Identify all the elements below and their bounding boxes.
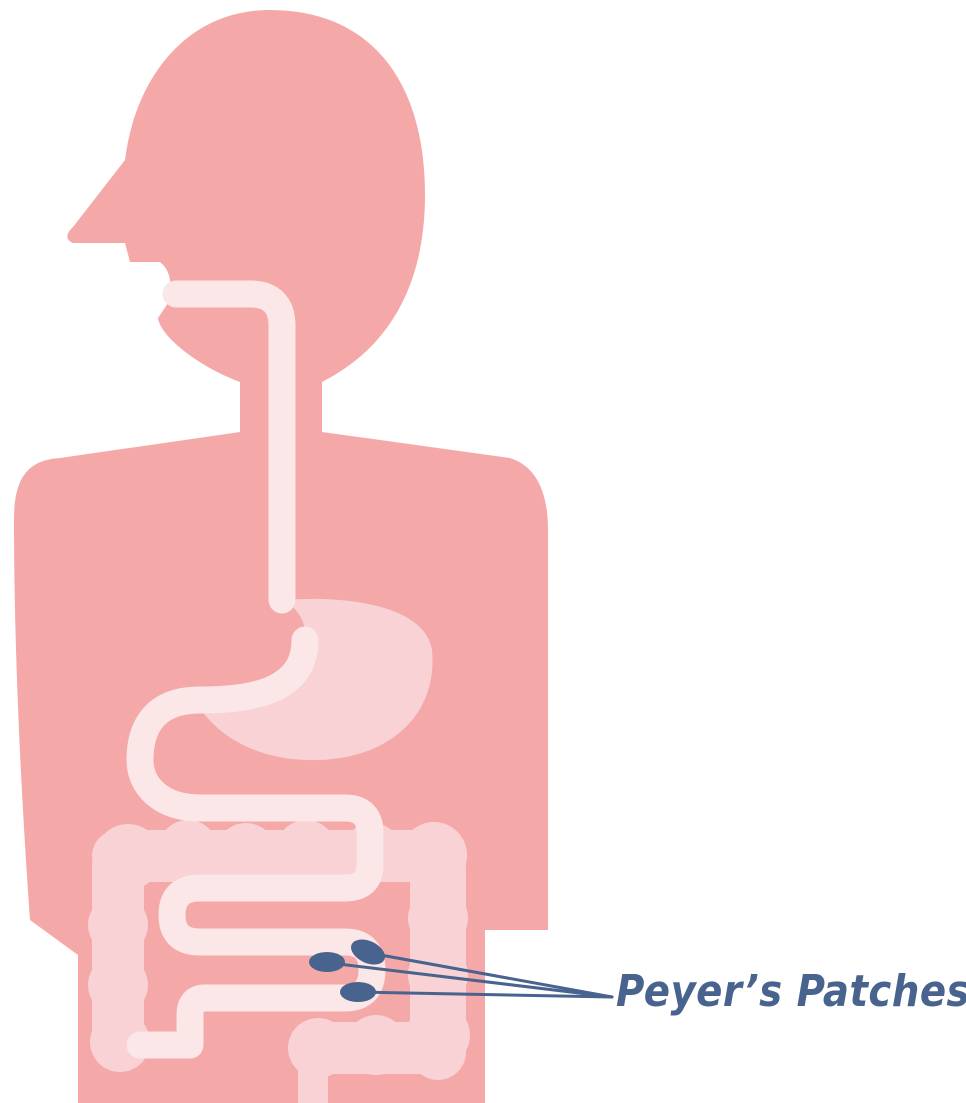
rectum: [298, 1048, 328, 1103]
colon-bump: [88, 955, 148, 1015]
peyers-patch-icon: [340, 982, 376, 1002]
colon-bump: [408, 888, 468, 948]
peyers-patch-icon: [309, 952, 345, 972]
colon-bump: [276, 820, 336, 880]
colon-bump: [158, 820, 218, 880]
colon-bump: [216, 823, 276, 883]
colon-bump: [346, 1015, 406, 1075]
colon-bump: [88, 895, 148, 955]
